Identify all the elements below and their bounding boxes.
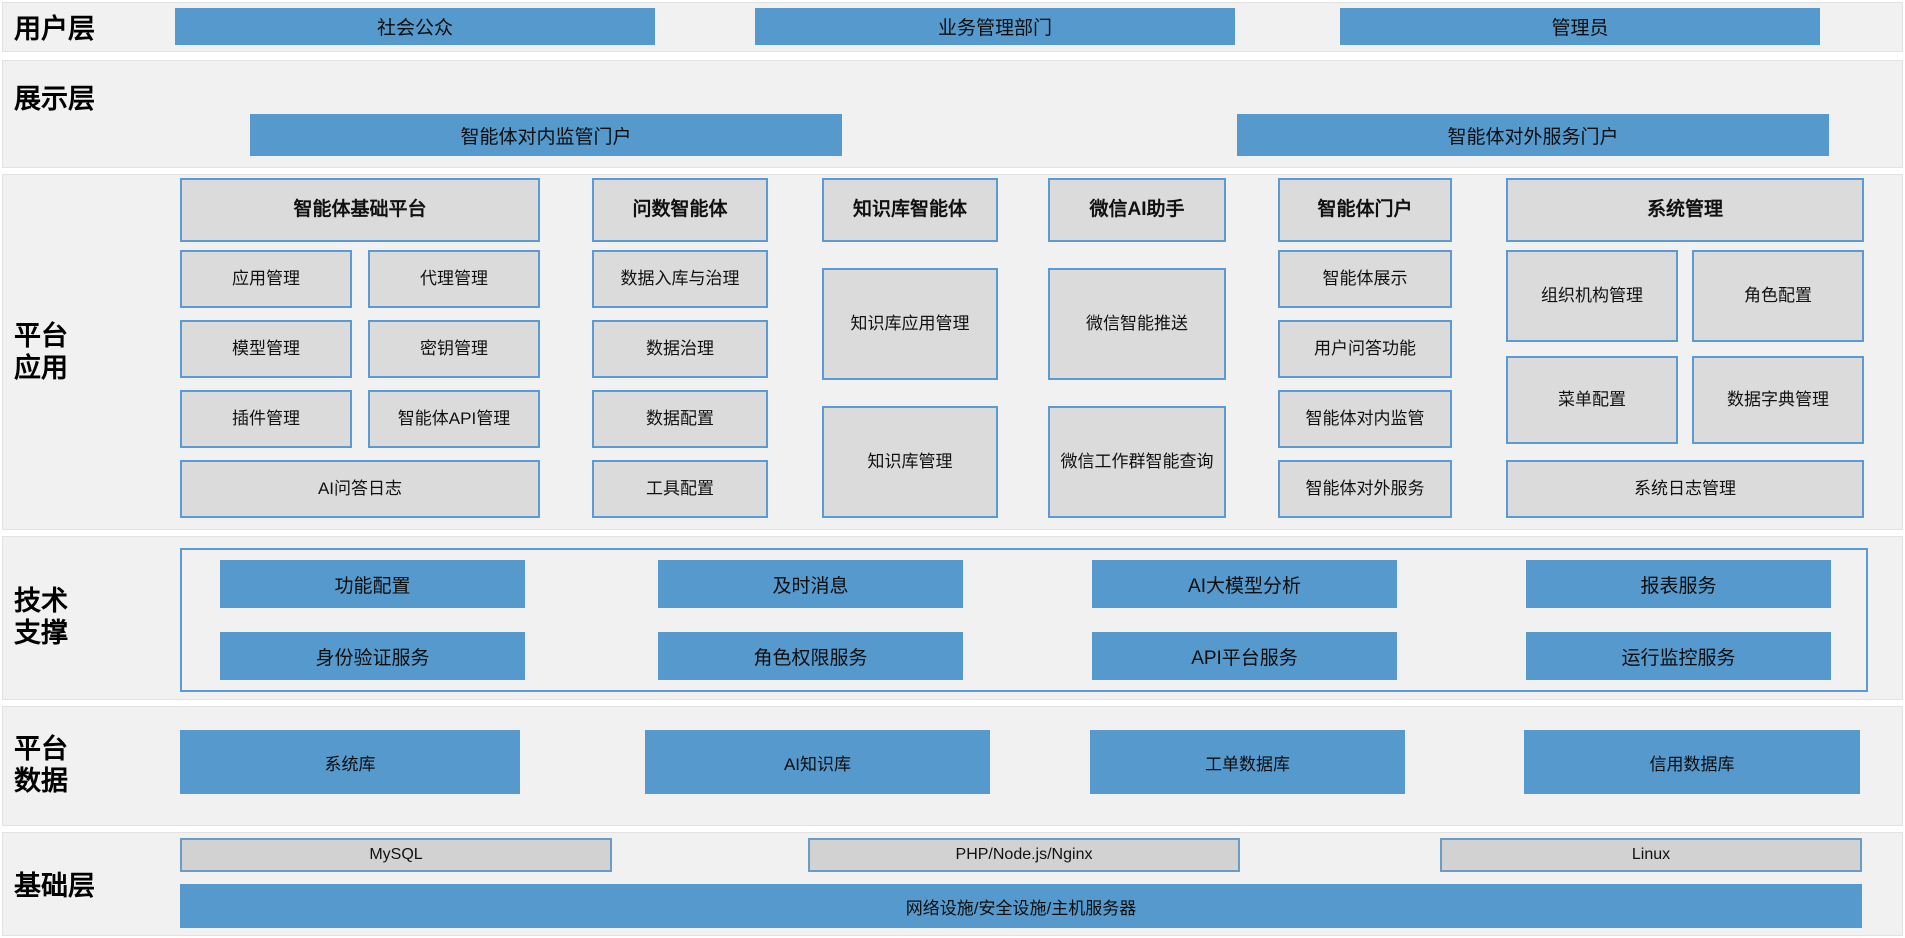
layer-label-display: 展示层 (14, 84, 95, 114)
tech-service-box: AI大模型分析 (1092, 560, 1397, 608)
app-item: 用户问答功能 (1278, 320, 1452, 378)
app-item: 代理管理 (368, 250, 540, 308)
app-item: 数据入库与治理 (592, 250, 768, 308)
app-item: 智能体对外服务 (1278, 460, 1452, 518)
data-store-box: AI知识库 (645, 730, 990, 794)
infra-tech-box: Linux (1440, 838, 1862, 872)
tech-service-box: 身份验证服务 (220, 632, 525, 680)
app-item: 密钥管理 (368, 320, 540, 378)
infra-tech-box: MySQL (180, 838, 612, 872)
app-item: 应用管理 (180, 250, 352, 308)
portal-box: 智能体对外服务门户 (1237, 114, 1829, 156)
layer-label-platform-app: 平台 应用 (14, 321, 68, 384)
app-item: 数据配置 (592, 390, 768, 448)
data-store-box: 工单数据库 (1090, 730, 1405, 794)
portal-box: 智能体对内监管门户 (250, 114, 842, 156)
data-store-box: 系统库 (180, 730, 520, 794)
app-item: 菜单配置 (1506, 356, 1678, 444)
tech-service-box: 及时消息 (658, 560, 963, 608)
layer-label-tech-support: 技术 支撑 (14, 586, 68, 649)
user-group-box: 社会公众 (175, 8, 655, 45)
app-item: 数据治理 (592, 320, 768, 378)
infra-tech-box: PHP/Node.js/Nginx (808, 838, 1240, 872)
layer-label-platform-data: 平台 数据 (14, 734, 68, 797)
infra-base-bar: 网络设施/安全设施/主机服务器 (180, 884, 1862, 928)
app-item: 智能体展示 (1278, 250, 1452, 308)
data-store-box: 信用数据库 (1524, 730, 1860, 794)
app-item: 智能体API管理 (368, 390, 540, 448)
app-item: 知识库应用管理 (822, 268, 998, 380)
layer-label-base: 基础层 (14, 871, 95, 901)
layer-label-user: 用户层 (14, 14, 95, 44)
tech-support-frame (180, 548, 1868, 692)
app-item: 工具配置 (592, 460, 768, 518)
user-group-box: 业务管理部门 (755, 8, 1235, 45)
app-column-header: 问数智能体 (592, 178, 768, 242)
app-column-header: 系统管理 (1506, 178, 1864, 242)
tech-service-box: 报表服务 (1526, 560, 1831, 608)
app-column-header: 微信AI助手 (1048, 178, 1226, 242)
app-column-header: 知识库智能体 (822, 178, 998, 242)
tech-service-box: 功能配置 (220, 560, 525, 608)
app-item: 角色配置 (1692, 250, 1864, 342)
app-item: 知识库管理 (822, 406, 998, 518)
tech-service-box: 运行监控服务 (1526, 632, 1831, 680)
app-item: 组织机构管理 (1506, 250, 1678, 342)
app-item: 模型管理 (180, 320, 352, 378)
app-column-header: 智能体门户 (1278, 178, 1452, 242)
app-column-header: 智能体基础平台 (180, 178, 540, 242)
app-item: AI问答日志 (180, 460, 540, 518)
app-item: 智能体对内监管 (1278, 390, 1452, 448)
tech-service-box: 角色权限服务 (658, 632, 963, 680)
app-item: 微信智能推送 (1048, 268, 1226, 380)
app-item: 数据字典管理 (1692, 356, 1864, 444)
tech-service-box: API平台服务 (1092, 632, 1397, 680)
app-item: 微信工作群智能查询 (1048, 406, 1226, 518)
app-item: 系统日志管理 (1506, 460, 1864, 518)
user-group-box: 管理员 (1340, 8, 1820, 45)
app-item: 插件管理 (180, 390, 352, 448)
